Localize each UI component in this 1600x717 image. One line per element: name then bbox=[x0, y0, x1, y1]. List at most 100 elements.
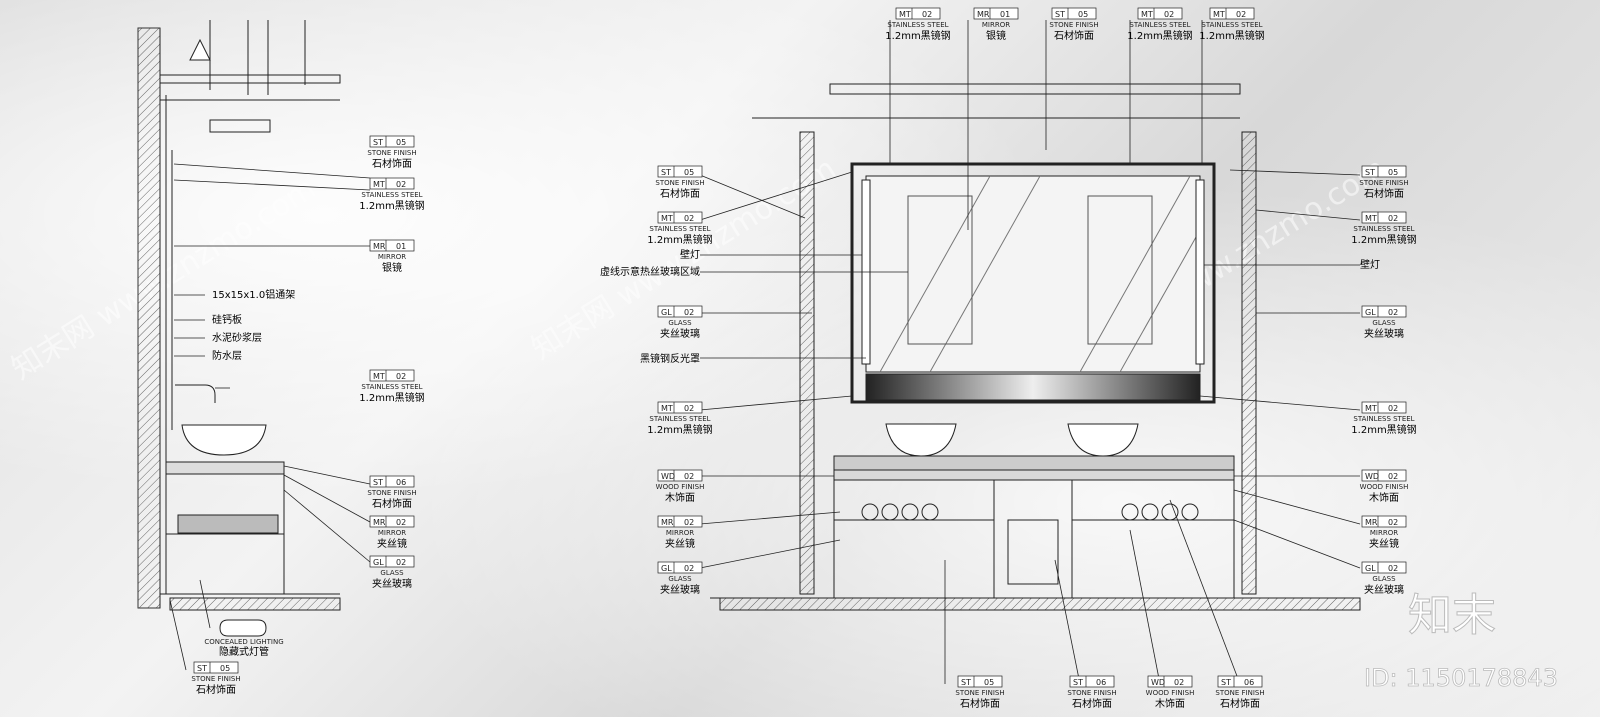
tag-chinese: 夹丝镜 bbox=[1369, 537, 1399, 550]
id-label: ID: 1150178843 bbox=[1364, 664, 1558, 692]
tag-english: STAINLESS STEEL bbox=[649, 415, 710, 423]
tag-code: WD bbox=[1365, 472, 1379, 481]
tag-english: STAINLESS STEEL bbox=[361, 191, 422, 199]
tag-number: 01 bbox=[396, 242, 406, 251]
tag-number: 02 bbox=[396, 372, 406, 381]
tag-code: MT bbox=[899, 10, 911, 19]
tag-box bbox=[1361, 561, 1407, 574]
tag-box bbox=[1137, 7, 1183, 20]
tag-english: MIRROR bbox=[378, 253, 406, 261]
tag-box bbox=[657, 401, 703, 414]
tag-chinese: 1.2mm黑镜钢 bbox=[359, 391, 424, 404]
tag-box bbox=[1361, 211, 1407, 224]
tag-english: MIRROR bbox=[378, 529, 406, 537]
tag-chinese: 石材饰面 bbox=[660, 187, 700, 200]
glass-zone-note: 虚线示意热丝玻璃区域 bbox=[600, 265, 700, 278]
watermark-text: 知末网 www.znzmo.com bbox=[6, 171, 322, 387]
tag-box bbox=[657, 305, 703, 318]
tag-code: MR bbox=[977, 10, 990, 19]
tag-chinese: 夹丝玻璃 bbox=[660, 583, 700, 596]
tag-box bbox=[657, 561, 703, 574]
tag-number: 02 bbox=[1388, 518, 1398, 527]
tag-english: STONE FINISH bbox=[1215, 689, 1264, 697]
tag-english: GLASS bbox=[1372, 319, 1396, 327]
tag-number: 06 bbox=[396, 478, 406, 487]
tag-code: MR bbox=[373, 518, 386, 527]
tag-number: 06 bbox=[1244, 678, 1254, 687]
tag-number: 02 bbox=[1388, 214, 1398, 223]
main-leaders bbox=[699, 20, 1361, 685]
tag-box bbox=[657, 165, 703, 178]
tag-chinese: 石材饰面 bbox=[196, 683, 236, 696]
tag-english: STONE FINISH bbox=[1067, 689, 1116, 697]
concealed-lighting-cn: 隐藏式灯管 bbox=[219, 645, 269, 658]
tag-box bbox=[369, 515, 415, 528]
tag-english: MIRROR bbox=[982, 21, 1010, 29]
tag-box bbox=[369, 135, 415, 148]
tag-code: MT bbox=[1213, 10, 1225, 19]
tag-chinese: 木饰面 bbox=[1369, 491, 1399, 504]
tag-box bbox=[1069, 675, 1115, 688]
tag-chinese: 1.2mm黑镜钢 bbox=[1127, 29, 1192, 42]
left-annotation: 硅钙板 bbox=[212, 313, 242, 326]
tag-box bbox=[657, 211, 703, 224]
tag-number: 02 bbox=[684, 214, 694, 223]
tag-number: 06 bbox=[1096, 678, 1106, 687]
tag-english: WOOD FINISH bbox=[1360, 483, 1409, 491]
tag-number: 05 bbox=[684, 168, 694, 177]
tag-chinese: 夹丝玻璃 bbox=[372, 577, 412, 590]
tag-chinese: 石材饰面 bbox=[1072, 697, 1112, 710]
tag-box bbox=[369, 239, 415, 252]
tag-box bbox=[1147, 675, 1193, 688]
brand-logo: 知末 bbox=[1408, 590, 1496, 641]
tag-chinese: 1.2mm黑镜钢 bbox=[647, 233, 712, 246]
tag-code: GL bbox=[373, 558, 384, 567]
tag-chinese: 木饰面 bbox=[1155, 697, 1185, 710]
tag-code: ST bbox=[1221, 678, 1231, 687]
tag-number: 05 bbox=[220, 664, 230, 673]
tag-number: 02 bbox=[684, 308, 694, 317]
left-annotation: 15x15x1.0铝通架 bbox=[212, 289, 295, 301]
tag-code: ST bbox=[961, 678, 971, 687]
tag-code: MT bbox=[1365, 404, 1377, 413]
tag-english: STAINLESS STEEL bbox=[1353, 415, 1414, 423]
tag-chinese: 夹丝玻璃 bbox=[1364, 583, 1404, 596]
tag-english: STAINLESS STEEL bbox=[887, 21, 948, 29]
tag-chinese: 石材饰面 bbox=[1364, 187, 1404, 200]
tag-number: 05 bbox=[1078, 10, 1088, 19]
tag-chinese: 石材饰面 bbox=[960, 697, 1000, 710]
tag-english: STONE FINISH bbox=[1359, 179, 1408, 187]
tag-english: STONE FINISH bbox=[1049, 21, 1098, 29]
tag-chinese: 石材饰面 bbox=[372, 157, 412, 170]
tag-code: GL bbox=[661, 564, 672, 573]
wall-light-note: 壁灯 bbox=[680, 248, 700, 261]
tag-number: 02 bbox=[922, 10, 932, 19]
tag-english: STAINLESS STEEL bbox=[1129, 21, 1190, 29]
tag-code: MR bbox=[661, 518, 674, 527]
tag-number: 02 bbox=[684, 518, 694, 527]
tag-code: MR bbox=[373, 242, 386, 251]
tag-chinese: 夹丝镜 bbox=[665, 537, 695, 550]
tag-number: 02 bbox=[684, 564, 694, 573]
tag-box bbox=[973, 7, 1019, 20]
tag-english: WOOD FINISH bbox=[1146, 689, 1195, 697]
main-elevation bbox=[710, 83, 1361, 611]
tag-english: STONE FINISH bbox=[367, 149, 416, 157]
tag-box bbox=[1361, 305, 1407, 318]
tag-number: 02 bbox=[684, 404, 694, 413]
tag-box bbox=[1209, 7, 1255, 20]
tag-english: GLASS bbox=[668, 319, 692, 327]
